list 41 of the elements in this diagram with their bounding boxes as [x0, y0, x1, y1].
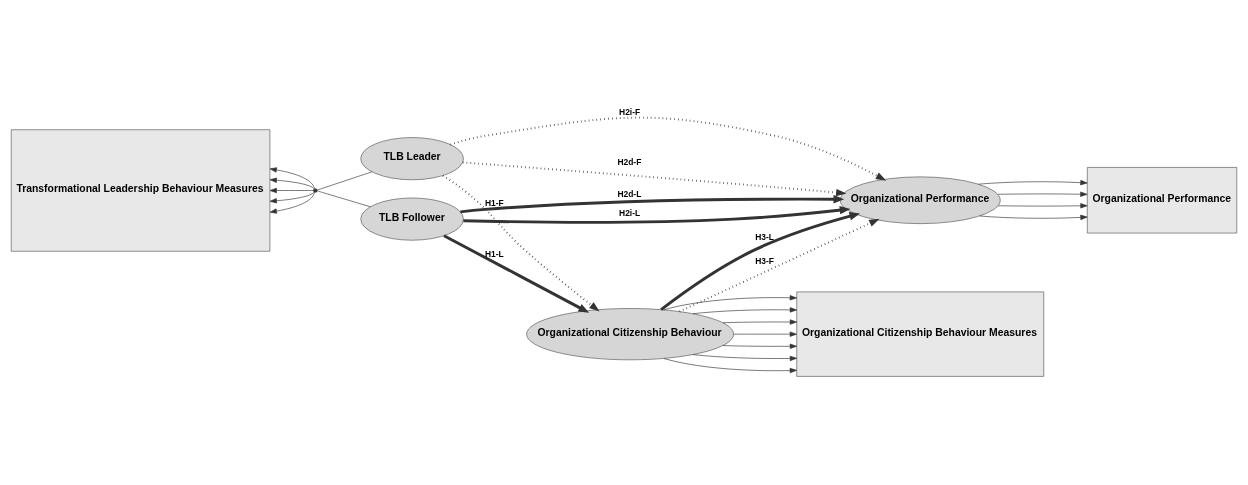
arrow [660, 212, 861, 311]
arrow [442, 174, 600, 312]
arrow [979, 214, 1088, 220]
arrow [443, 234, 590, 313]
node-box: Organizational Citizenship Behaviour Measures [796, 291, 1045, 377]
node-box: Organizational Performance [1086, 167, 1238, 234]
arrow [722, 319, 797, 325]
edge-label: H2i-L [619, 208, 641, 219]
arrow [463, 205, 851, 224]
arrow [692, 307, 797, 315]
arrow [269, 167, 315, 190]
arrow [997, 191, 1088, 197]
arrow [461, 161, 847, 197]
edge-label: H2d-F [617, 156, 642, 167]
arrow [269, 191, 315, 204]
connector [317, 171, 373, 191]
arrow [978, 180, 1088, 186]
arrow [998, 203, 1088, 209]
node-brace [313, 188, 318, 193]
node-ellipse: TLB Leader [360, 137, 464, 181]
edge-label: H1-L [484, 249, 504, 260]
arrow [269, 187, 314, 194]
edge-label: H2i-F [619, 106, 641, 117]
node-box: Transformational Leadership Behaviour Measures [10, 129, 271, 252]
arrow [678, 218, 880, 313]
node-ellipse: Organizational Citizenship Behaviour [526, 308, 734, 361]
edge-label: H3-L [755, 231, 774, 242]
arrow [692, 354, 797, 361]
edge-label: H2d-L [617, 188, 642, 199]
arrow [449, 116, 887, 181]
arrow [269, 191, 315, 214]
arrow [663, 358, 797, 374]
connector [317, 190, 371, 208]
arrow [733, 331, 797, 337]
node-ellipse: TLB Follower [360, 197, 464, 241]
arrow [663, 295, 797, 311]
arrow [460, 194, 845, 214]
arrow [722, 343, 797, 349]
edge-label: H3-F [755, 256, 774, 267]
edge-label: H1-F [484, 198, 504, 209]
arrow [269, 177, 315, 190]
